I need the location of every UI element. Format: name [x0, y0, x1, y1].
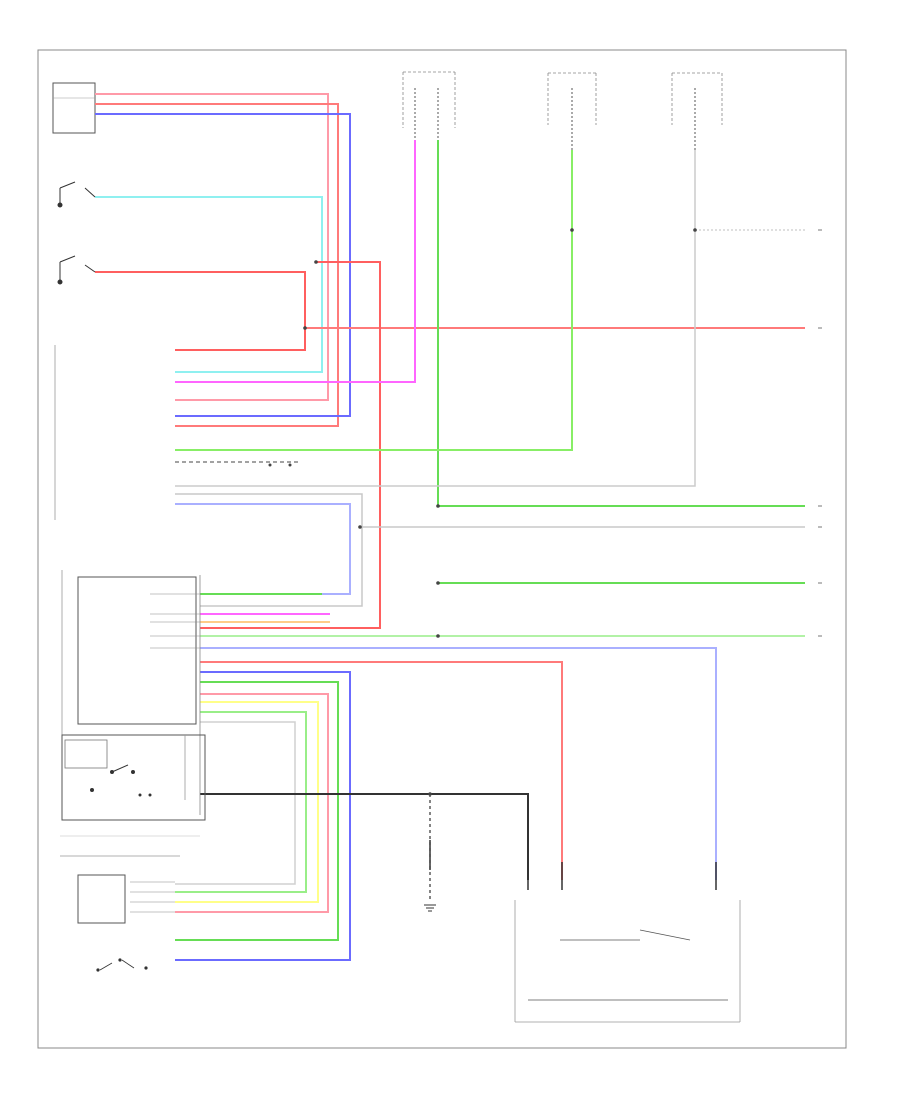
wire-green-long — [175, 681, 339, 941]
wire-pink-top — [95, 103, 339, 427]
lower-left-switch-symbol — [96, 958, 148, 972]
lower-left-module-box — [77, 874, 126, 924]
wire-red-top — [95, 93, 329, 401]
top-center-connector — [402, 71, 456, 128]
top-left-switch-box — [52, 82, 96, 134]
sensor-switch-symbol — [90, 764, 152, 797]
wire-gray-right — [175, 150, 696, 487]
wire-light-blue — [95, 196, 323, 373]
bottom-connector-stubs — [429, 840, 717, 890]
top-right-connector — [671, 72, 723, 125]
wire-red-switch — [95, 271, 306, 351]
wire-lavender-down — [200, 647, 717, 880]
wire-blue-top — [95, 113, 351, 417]
diagram-frame — [37, 49, 847, 1049]
splice-dots — [268, 228, 697, 796]
wire-magenta — [175, 140, 416, 383]
right-edge-terminals — [818, 229, 822, 637]
wire-red-long — [200, 261, 381, 629]
wire-green-short — [175, 711, 307, 893]
top-mid-connector — [547, 72, 597, 125]
wire-black-ground — [200, 793, 529, 880]
wire-lavender — [175, 503, 351, 595]
wire-blue-long — [175, 671, 351, 961]
wire-red-down — [200, 661, 563, 880]
wire-gray-loop — [175, 493, 363, 607]
sensor-inner-box — [64, 739, 108, 769]
wire-green-center — [437, 140, 805, 507]
bottom-right-module — [514, 900, 741, 1023]
ground-symbol — [424, 904, 436, 912]
ecu-pin-stubs — [130, 593, 200, 913]
ecu-module-box — [77, 576, 197, 725]
wire-green-mid — [175, 150, 573, 451]
wire-gray-ecu — [175, 721, 296, 885]
switch-symbol-2 — [57, 255, 96, 285]
sensor-module-box — [61, 734, 206, 821]
wire-red-mid — [175, 693, 329, 913]
wire-yellow — [175, 701, 319, 903]
switch-symbol-1 — [57, 181, 96, 208]
